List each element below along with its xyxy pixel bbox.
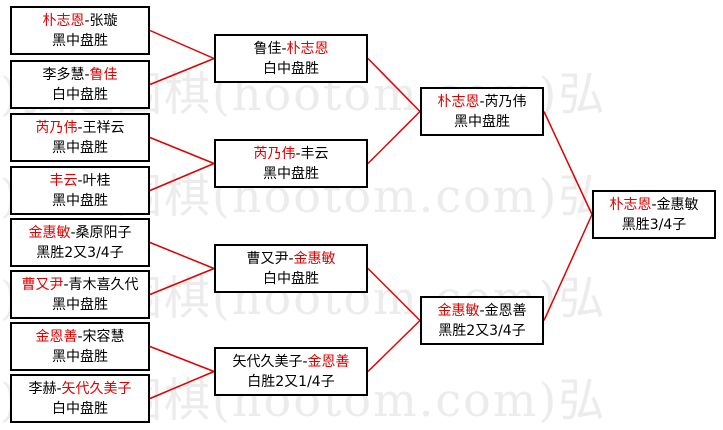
winner-name: 矢代久美子 xyxy=(61,380,132,397)
winner-name: 朴志恩 xyxy=(437,93,480,110)
match-box: 金惠敏-桑原阳子 黑胜2又3/4子 xyxy=(10,218,150,267)
bracket-connector-line xyxy=(149,345,215,373)
match-result: 黑胜2又3/4子 xyxy=(36,244,124,261)
match-box: 李多慧-鲁佳 白中盘胜 xyxy=(10,60,150,109)
player-name: 宋容慧 xyxy=(82,328,125,345)
bracket-connector-line xyxy=(149,267,215,296)
match-result: 黑中盘胜 xyxy=(52,32,108,49)
match-result: 黑胜2又3/4子 xyxy=(438,322,526,339)
match-result: 白中盘胜 xyxy=(263,60,319,77)
match-box: 金惠敏-金恩善 黑胜2又3/4子 xyxy=(420,296,544,345)
match-result: 黑中盘胜 xyxy=(52,139,108,156)
match-result: 黑中盘胜 xyxy=(52,192,108,209)
match-box: 鲁佳-朴志恩 白中盘胜 xyxy=(214,34,368,83)
bracket-connector-line xyxy=(367,110,421,165)
winner-name: 金惠敏 xyxy=(293,250,336,267)
match-box: 芮乃伟-王祥云 黑中盘胜 xyxy=(10,113,150,162)
winner-name: 曹又尹 xyxy=(21,276,64,293)
player-name: 矢代久美子 xyxy=(232,353,303,370)
match-result: 黑胜3/4子 xyxy=(621,216,687,233)
bracket-connector-line xyxy=(367,57,421,113)
player-name: 李赫 xyxy=(28,380,57,397)
player-name: 桑原阳子 xyxy=(75,224,132,241)
match-box: 芮乃伟-丰云 黑中盘胜 xyxy=(214,139,368,188)
player-name: 芮乃伟 xyxy=(484,93,527,110)
bracket-connector-line xyxy=(149,29,215,60)
winner-name: 朴志恩 xyxy=(286,40,329,57)
match-box: 曹又尹-金惠敏 白中盘胜 xyxy=(214,244,368,293)
bracket-connector-line xyxy=(149,136,215,165)
match-result: 黑中盘胜 xyxy=(263,165,319,182)
bracket-connector-line xyxy=(543,214,593,321)
winner-name: 金恩善 xyxy=(307,353,350,370)
bracket-connector-line xyxy=(149,241,215,270)
match-box: 朴志恩-芮乃伟 黑中盘胜 xyxy=(420,87,544,136)
match-result: 黑中盘胜 xyxy=(52,348,108,365)
player-name: 张璇 xyxy=(89,12,118,29)
winner-name: 芮乃伟 xyxy=(253,145,296,162)
player-name: 金惠敏 xyxy=(656,196,699,213)
match-result: 白中盘胜 xyxy=(263,270,319,287)
match-result: 黑中盘胜 xyxy=(52,296,108,313)
bracket-connector-line xyxy=(367,267,421,322)
player-name: 李多慧 xyxy=(42,66,85,83)
winner-name: 芮乃伟 xyxy=(35,119,78,136)
bracket-connector-line xyxy=(149,370,215,400)
match-box: 金恩善-宋容慧 黑中盘胜 xyxy=(10,322,150,371)
player-name: 王祥云 xyxy=(82,119,125,136)
match-result: 白中盘胜 xyxy=(52,400,108,417)
final-match-box: 朴志恩-金惠敏 黑胜3/4子 xyxy=(592,190,716,239)
winner-name: 朴志恩 xyxy=(609,196,652,213)
winner-name: 朴志恩 xyxy=(42,12,85,29)
bracket-connector-line xyxy=(367,319,421,373)
winner-name: 金惠敏 xyxy=(28,224,71,241)
bracket-connector-line xyxy=(543,111,593,215)
match-result: 白胜2又1/4子 xyxy=(247,373,335,390)
bracket-connector-line xyxy=(149,57,215,86)
winner-name: 金惠敏 xyxy=(437,302,480,319)
match-box: 矢代久美子-金恩善 白胜2又1/4子 xyxy=(214,347,368,396)
player-name: 青木喜久代 xyxy=(68,276,139,293)
player-name: 丰云 xyxy=(300,145,329,162)
winner-name: 鲁佳 xyxy=(89,66,118,83)
match-box: 曹又尹-青木喜久代 黑中盘胜 xyxy=(10,270,150,319)
match-result: 黑中盘胜 xyxy=(454,113,510,130)
match-box: 李赫-矢代久美子 白中盘胜 xyxy=(10,374,150,423)
player-name: 叶桂 xyxy=(82,172,111,189)
player-name: 曹又尹 xyxy=(246,250,289,267)
player-name: 鲁佳 xyxy=(253,40,282,57)
match-result: 白中盘胜 xyxy=(52,86,108,103)
bracket-connector-line xyxy=(149,162,215,192)
match-box: 朴志恩-张璇 黑中盘胜 xyxy=(10,6,150,55)
player-name: 金恩善 xyxy=(484,302,527,319)
match-box: 丰云-叶桂 黑中盘胜 xyxy=(10,166,150,215)
winner-name: 金恩善 xyxy=(35,328,78,345)
winner-name: 丰云 xyxy=(49,172,78,189)
